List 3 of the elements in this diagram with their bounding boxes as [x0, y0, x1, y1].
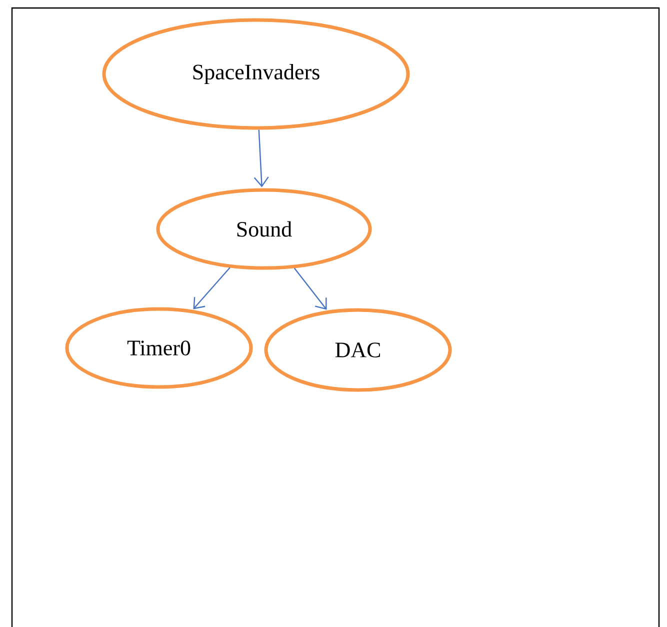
arrow: [294, 268, 327, 310]
arrow: [193, 267, 230, 310]
arrow: [254, 130, 269, 188]
